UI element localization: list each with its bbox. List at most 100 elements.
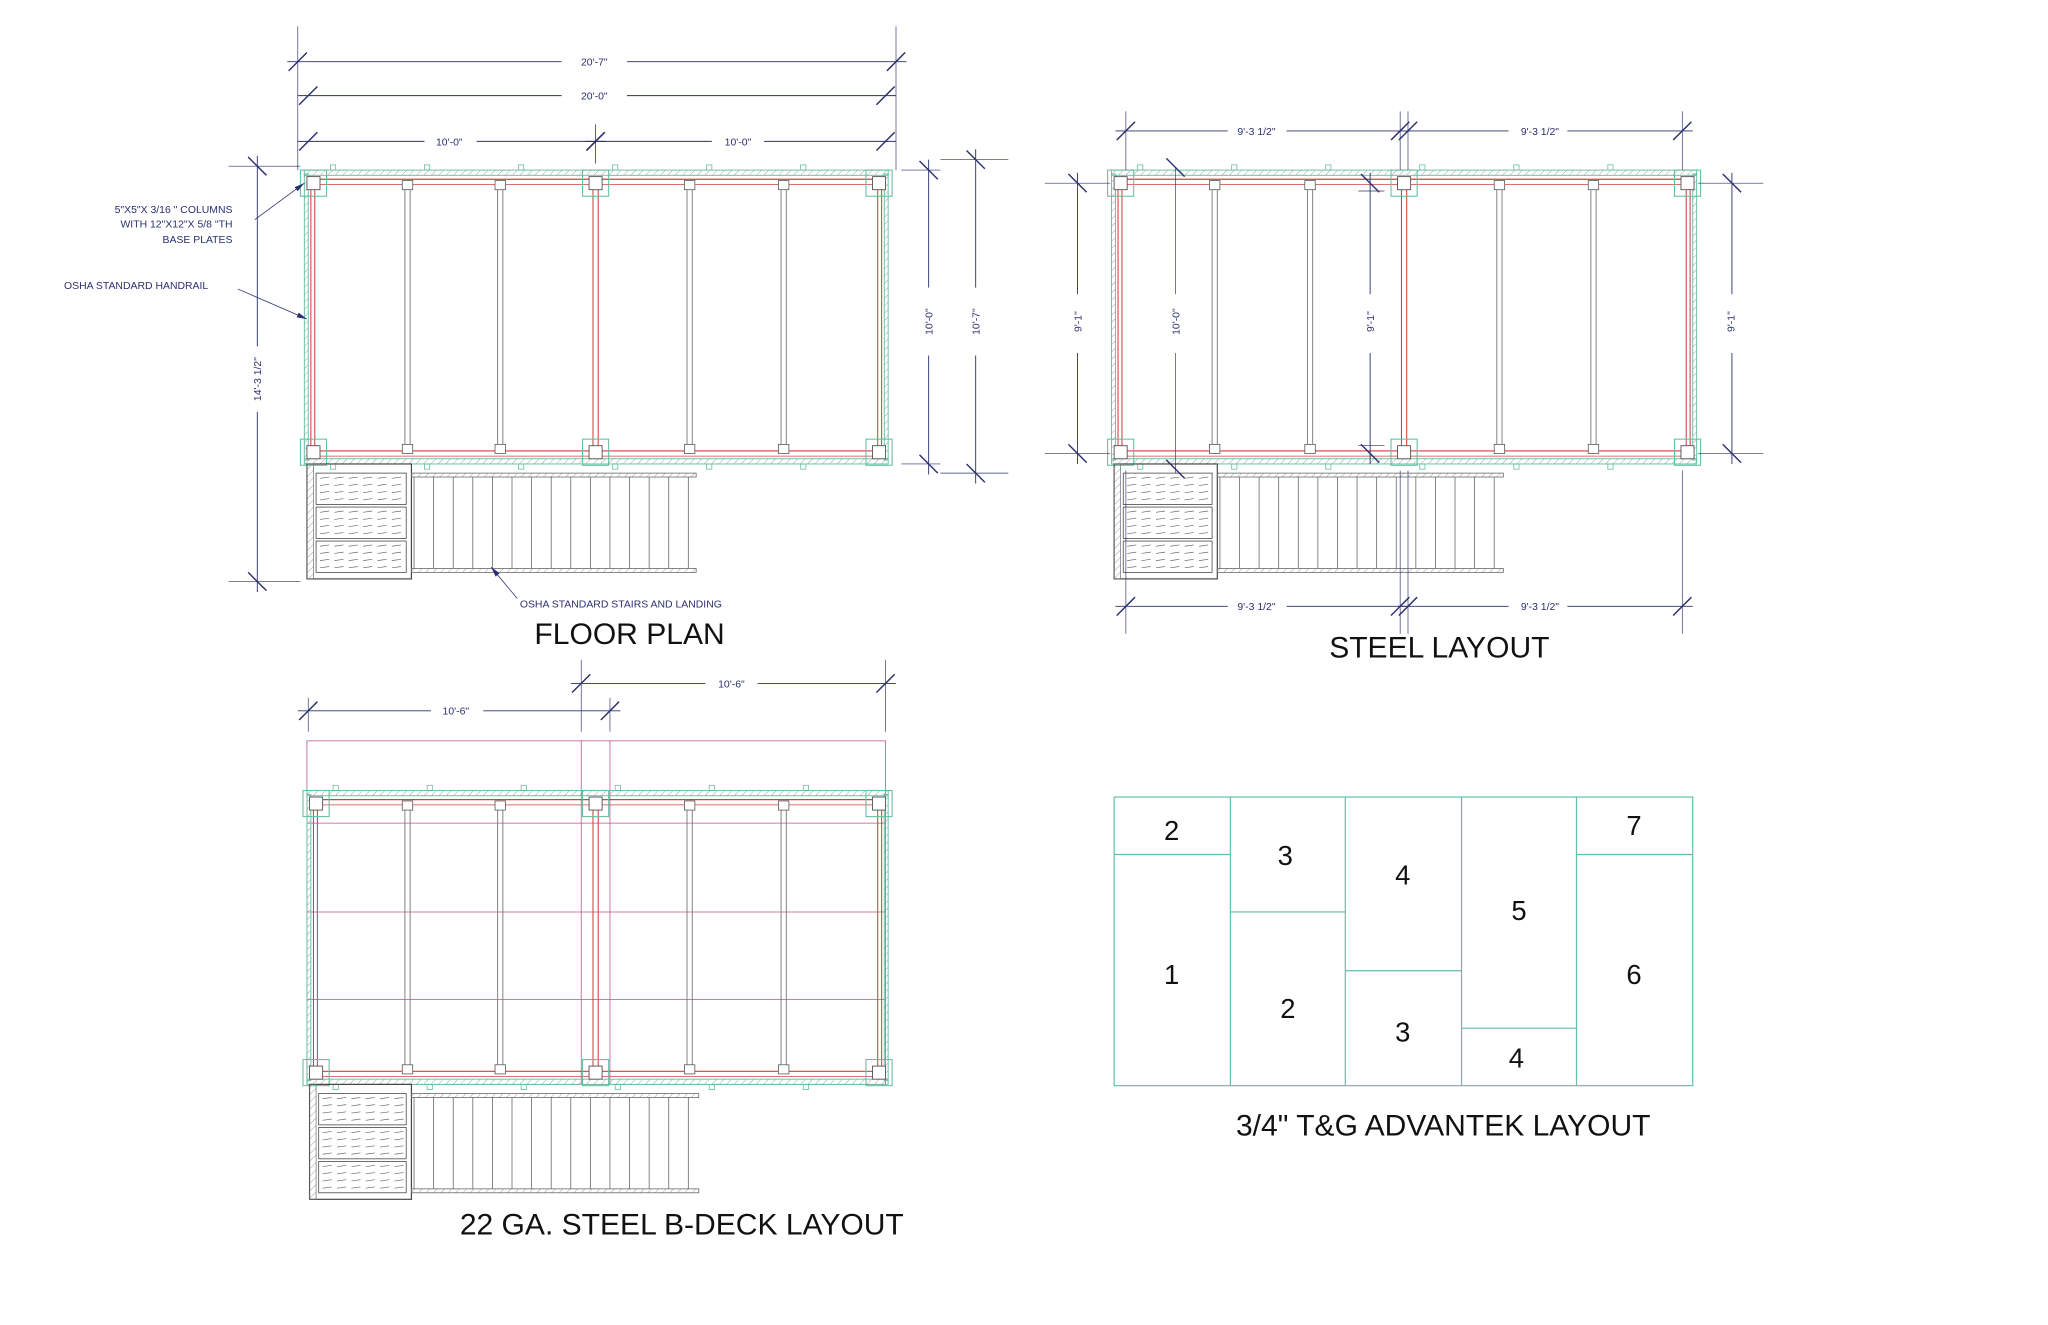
grating-bar [1155, 476, 1166, 479]
dim-top-right: 9'-3 1/2" [1521, 127, 1559, 138]
stair-stringer [411, 1188, 700, 1194]
grating-bar [1184, 551, 1194, 554]
grating-bar [1155, 532, 1166, 535]
tab [1231, 164, 1238, 171]
grating-bar [394, 1104, 404, 1107]
tab [706, 164, 713, 171]
grating-bar [1155, 498, 1166, 501]
grating-bar [1155, 558, 1166, 561]
column [872, 796, 887, 811]
tab [802, 784, 809, 791]
base-plate [1673, 438, 1702, 466]
grating-bar [394, 1152, 404, 1155]
column [1680, 445, 1695, 460]
grating-bar [1170, 558, 1180, 561]
grating-bar [377, 544, 387, 547]
grating-bar [348, 532, 358, 535]
note-columns-1: 5"X5"X 3/16 " COLUMNS [115, 205, 233, 216]
grating-bar [377, 558, 387, 561]
grating-bar [319, 476, 330, 479]
joist-clip [684, 180, 696, 191]
grating-bar [1198, 566, 1209, 569]
grating-bar [351, 1186, 361, 1189]
grating-bar [363, 476, 373, 479]
joist-clip [401, 800, 414, 811]
tab [1419, 164, 1426, 171]
tab [708, 784, 715, 791]
grating-bar [334, 532, 344, 535]
joist-clip [1209, 180, 1221, 191]
tab [424, 463, 431, 470]
grating-bar [391, 558, 402, 561]
grating-bar [380, 1104, 390, 1107]
grating-bar [1184, 498, 1194, 501]
joist-clip [778, 800, 790, 811]
dim-top-left: 9'-3 1/2" [1237, 127, 1275, 138]
column [872, 1065, 887, 1080]
grating-bar [351, 1138, 361, 1141]
grating-bar [334, 525, 344, 527]
grating-bar [1170, 491, 1180, 494]
grating-bar [391, 510, 402, 513]
grating-panel [1122, 540, 1213, 573]
grating-bar [1170, 532, 1180, 535]
joist-clip [1587, 180, 1600, 191]
grating-bar [1184, 525, 1194, 527]
grating-bar [1155, 525, 1166, 527]
grating-bar [351, 1104, 361, 1107]
grating-bar [365, 1152, 375, 1155]
tab [426, 784, 433, 791]
grating-bar [380, 1131, 390, 1134]
grating-bar [380, 1179, 390, 1182]
edge-band [303, 458, 889, 465]
grating-bar [336, 1131, 347, 1134]
grating-bar [363, 510, 373, 513]
grating-bar [1141, 544, 1151, 547]
grating-bar [365, 1111, 375, 1114]
column [309, 796, 324, 811]
grating-bar [319, 491, 330, 494]
landing [1113, 463, 1218, 580]
grating-panel [318, 1093, 407, 1126]
grating-bar [380, 1186, 390, 1189]
grating-bar [1127, 517, 1137, 520]
edge-band [306, 793, 312, 1081]
column [588, 445, 603, 460]
grating-panel [318, 1161, 407, 1194]
grating-bar [1141, 517, 1151, 520]
column [1397, 445, 1412, 460]
dim-right-inner: 10'-0" [925, 308, 936, 335]
stair-stringer [411, 1093, 700, 1098]
grating-bar [363, 551, 373, 554]
grating-bar [365, 1165, 375, 1167]
tab [1231, 463, 1238, 470]
tab [1137, 463, 1144, 470]
grating-bar [1170, 510, 1180, 513]
grating-bar [322, 1131, 332, 1134]
tab [802, 1083, 809, 1090]
grating-bar [319, 566, 330, 569]
grating-bar [380, 1097, 390, 1100]
grating-panel [315, 472, 407, 505]
grating-bar [1170, 517, 1180, 520]
joist-clip [494, 180, 506, 191]
grating-bar [377, 532, 387, 535]
grating-bar [1198, 476, 1209, 479]
dim-middle: 9'-1" [1366, 311, 1377, 332]
grating-bar [348, 558, 358, 561]
dimension-tick [298, 85, 318, 106]
base-plate [865, 438, 893, 466]
grating-bar [1184, 566, 1194, 569]
grating-bar [351, 1172, 361, 1175]
grating-bar [380, 1172, 390, 1175]
grating-bar [319, 544, 330, 547]
arrow-head [296, 312, 307, 319]
grating-bar [319, 483, 330, 486]
grating-bar [334, 517, 344, 520]
grating-bar [1127, 483, 1137, 486]
tab [1513, 463, 1520, 470]
joist-clip [401, 1064, 414, 1075]
dimension-tick [1165, 157, 1186, 178]
grating-bar [1127, 525, 1137, 527]
